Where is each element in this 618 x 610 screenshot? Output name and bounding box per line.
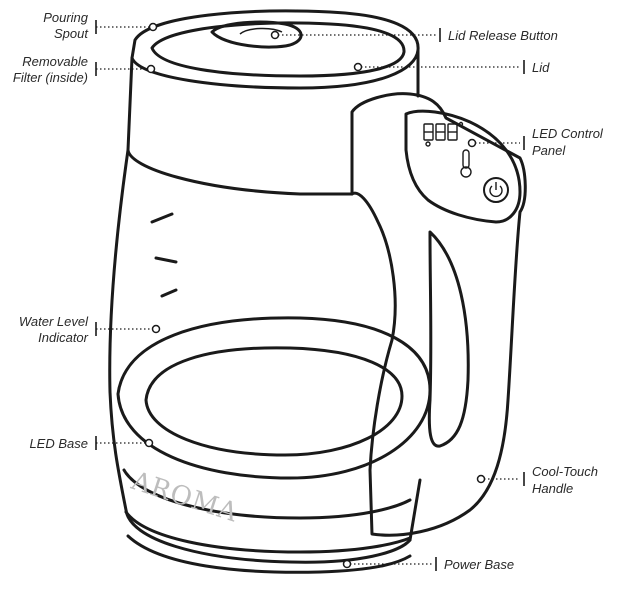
kettle-body	[108, 148, 412, 564]
handle-outline	[350, 92, 527, 537]
label-lid-release-button: Lid Release Button	[448, 28, 558, 43]
led-display-digits	[423, 121, 464, 147]
label-pouring-spout-1: Pouring	[43, 10, 89, 25]
label-led-base: LED Base	[29, 436, 88, 451]
callouts	[95, 20, 525, 571]
label-led-control-panel-2: Panel	[532, 143, 566, 158]
brand-logo: AROMA	[127, 466, 242, 529]
label-power-base: Power Base	[444, 557, 514, 572]
lid-button-shape	[210, 20, 303, 49]
label-cool-touch-handle-1: Cool-Touch	[532, 464, 598, 479]
labels: Pouring Spout Removable Filter (inside) …	[13, 10, 604, 572]
kettle-illustration: AROMA	[108, 9, 527, 574]
label-removable-filter-2: Filter (inside)	[13, 70, 88, 85]
label-water-level-2: Indicator	[38, 330, 89, 345]
power-button-icon[interactable]	[483, 177, 509, 203]
thermometer-icon	[460, 149, 472, 178]
label-led-control-panel-1: LED Control	[532, 126, 604, 141]
label-lid: Lid	[532, 60, 550, 75]
label-water-level-1: Water Level	[19, 314, 89, 329]
label-pouring-spout-2: Spout	[54, 26, 89, 41]
label-cool-touch-handle-2: Handle	[532, 481, 573, 496]
label-removable-filter-1: Removable	[22, 54, 88, 69]
led-panel-outline	[404, 109, 522, 224]
